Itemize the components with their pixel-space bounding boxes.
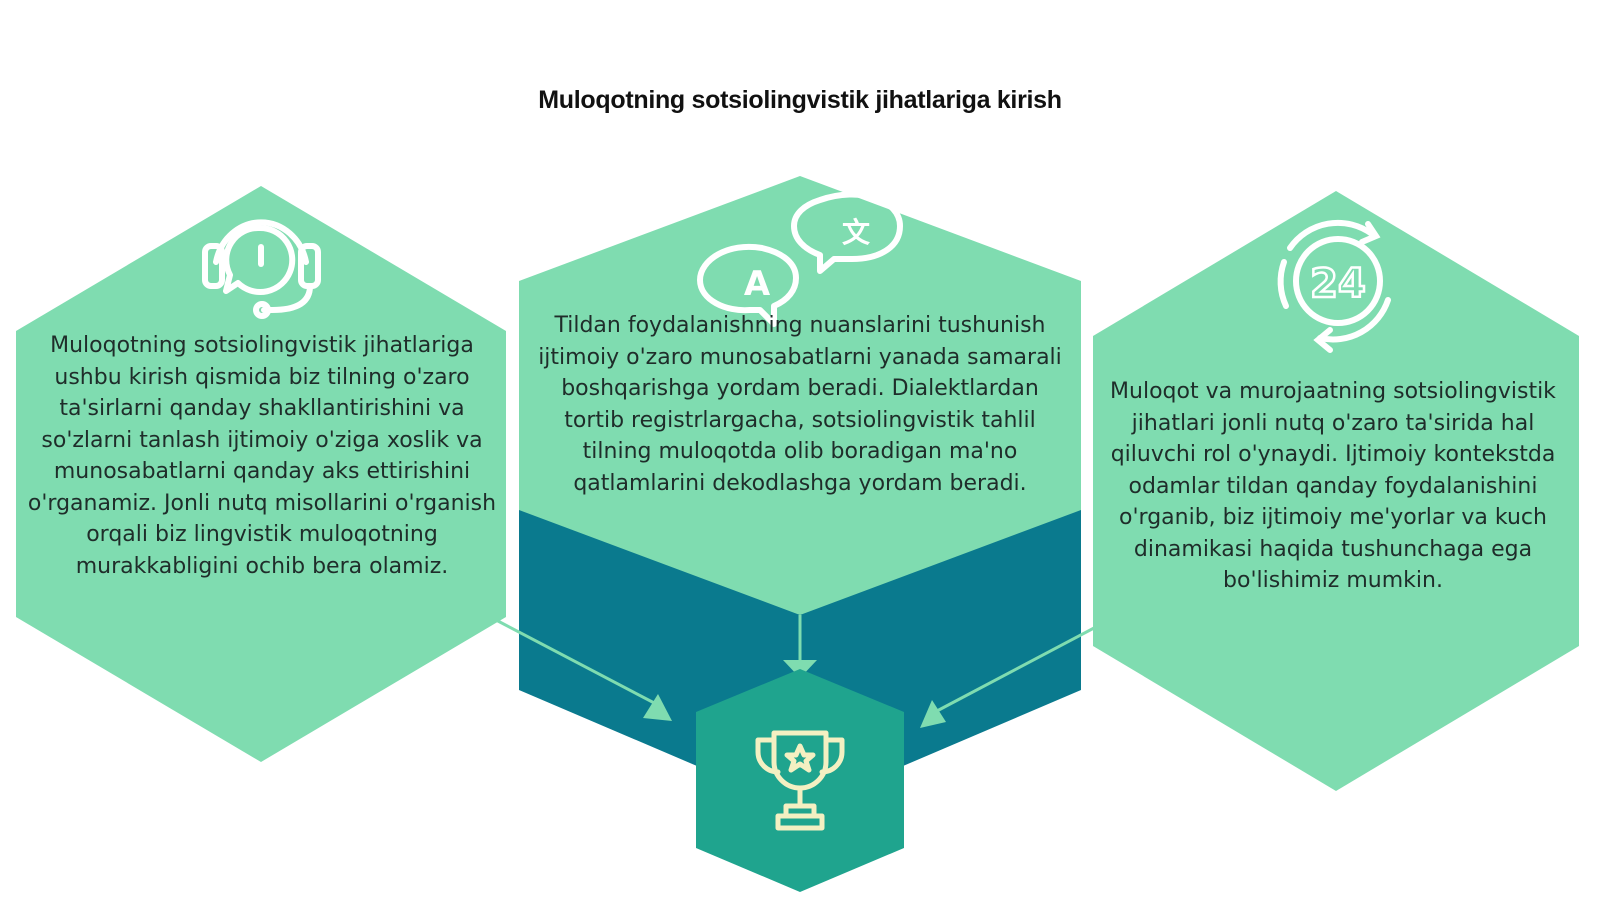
arrow-left [495, 618, 672, 721]
24-hours-icon-label: 24 [1310, 261, 1366, 307]
headset-icon [202, 219, 321, 319]
hexagon-right-text: Muloqot va murojaatning sotsiolingvistik… [1110, 379, 1556, 593]
24-hours-icon: 24 [1277, 219, 1391, 353]
translate-icon-letter-zh: 文 [842, 216, 870, 249]
hexagon-goal [696, 669, 904, 892]
hexagon-center-text: Tildan foydalanishning nuanslarini tushu… [538, 313, 1062, 496]
hexagon-right [1093, 191, 1579, 791]
arrow-right [920, 626, 1095, 728]
translate-icon-letter-a: A [744, 264, 771, 304]
translate-icon: A 文 [697, 191, 903, 327]
diagram-title: Muloqotning sotsiolingvistik jihatlariga… [538, 86, 1062, 114]
hexagon-left-text: Muloqotning sotsiolingvistik jihatlariga… [27, 333, 497, 579]
hexagon-center [519, 176, 1081, 615]
trophy-icon [755, 730, 845, 831]
hexagon-left [16, 186, 506, 762]
